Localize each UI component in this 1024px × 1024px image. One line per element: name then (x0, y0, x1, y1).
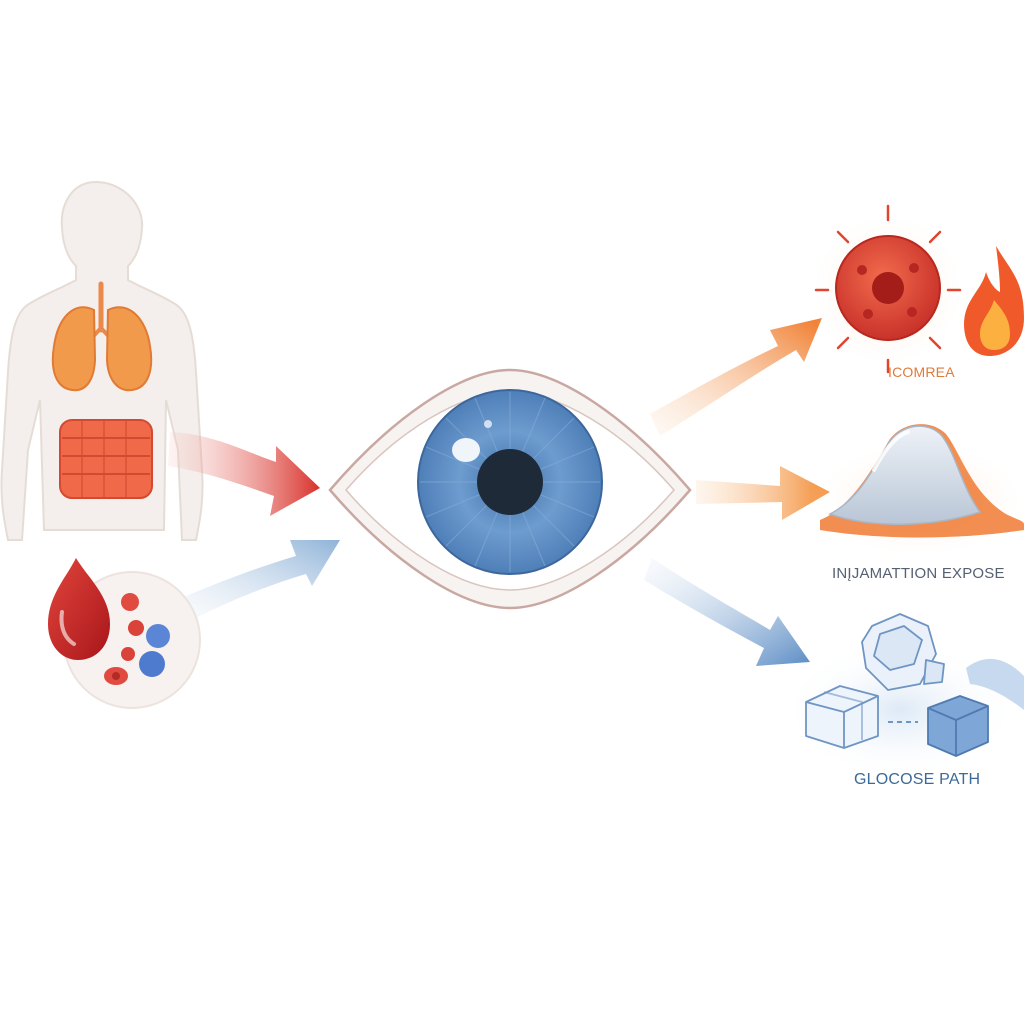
eye-icon (328, 368, 692, 610)
cornea-label: ICOMREA (888, 364, 955, 380)
glucose-crystal-cubes-icon (780, 613, 1024, 780)
arrow-eye-to-cornea (650, 318, 822, 436)
glucose-path-label: GLOCOSE PATH (854, 771, 981, 788)
inflamed-cell-icon (808, 204, 968, 374)
arrow-body-to-eye (168, 432, 320, 516)
arrow-eye-to-inflammation (696, 466, 830, 520)
cornea-mound-icon (810, 424, 1024, 560)
flame-icon (964, 246, 1024, 356)
arrow-eye-to-glucose (644, 558, 810, 666)
human-body-organs-icon (0, 180, 204, 541)
arrow-blood-to-eye (186, 540, 340, 618)
intestines (59, 419, 153, 499)
inflammation-label: INĮJAMATTION EXPOSE (832, 565, 1005, 582)
blood-drop-cells-icon (48, 558, 201, 709)
